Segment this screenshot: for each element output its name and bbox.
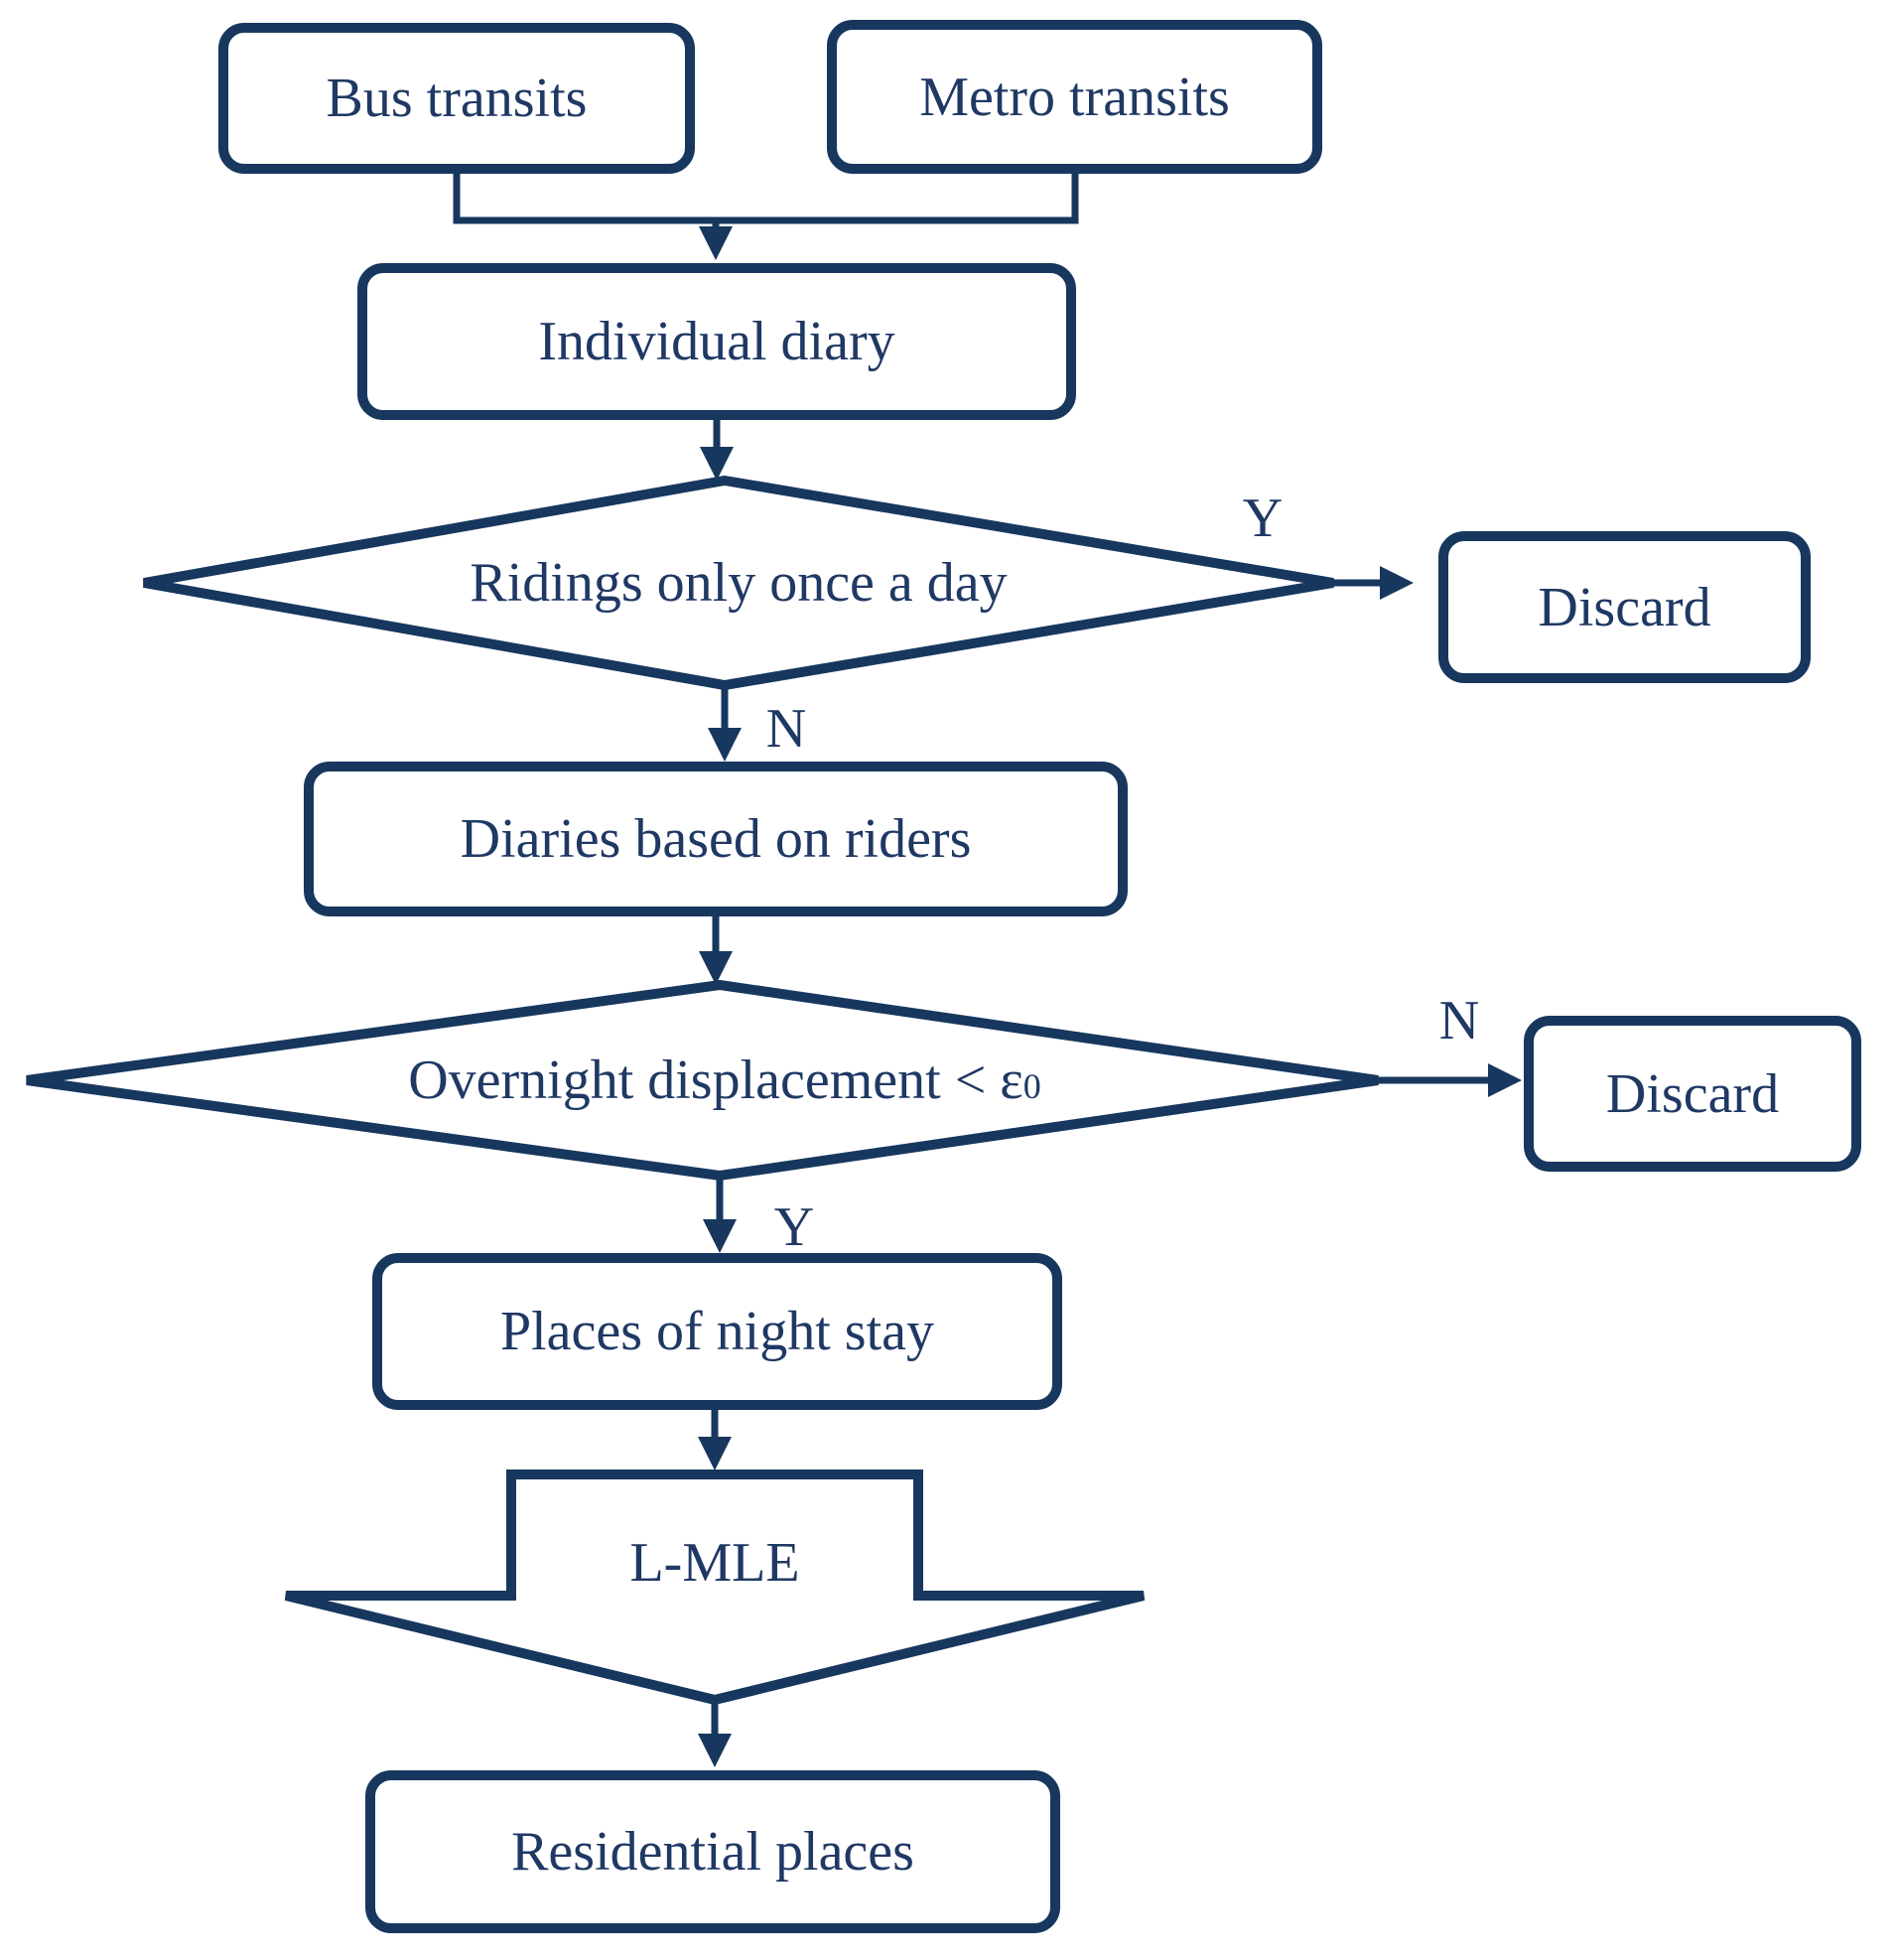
arrowhead-into-residential (698, 1734, 732, 1767)
node-night-stay: Places of night stay (372, 1253, 1062, 1410)
node-night-stay-label: Places of night stay (499, 1301, 935, 1362)
node-individual-diary: Individual diary (357, 263, 1076, 420)
branch-label-overnight-yes: Y (773, 1196, 815, 1258)
arrowhead-into-discard-ridings (1380, 566, 1414, 600)
node-discard-ridings: Discard (1438, 531, 1811, 683)
branch-label-ridings-no: N (765, 698, 807, 760)
arrowhead-into-ridings-decision (700, 447, 734, 481)
branch-label-overnight-no: N (1438, 990, 1480, 1051)
arrowhead-into-diaries (708, 728, 742, 762)
node-bus-transits: Bus transits (218, 23, 695, 174)
node-discard-overnight: Discard (1524, 1016, 1861, 1172)
node-residential-label: Residential places (511, 1821, 914, 1883)
arrowhead-into-overnight-decision (699, 951, 733, 985)
edge-transits-junction (453, 169, 1079, 224)
node-diaries-riders-label: Diaries based on riders (460, 808, 972, 870)
arrowhead-into-night-stay (703, 1219, 737, 1253)
node-discard-ridings-label: Discard (1538, 576, 1711, 638)
node-diaries-riders: Diaries based on riders (304, 762, 1128, 916)
node-bus-transits-label: Bus transits (326, 68, 588, 129)
node-residential: Residential places (365, 1770, 1060, 1933)
node-discard-overnight-label: Discard (1605, 1062, 1780, 1125)
branch-label-ridings-yes: Y (1242, 488, 1284, 549)
decision-overnight-shape (26, 979, 1379, 1182)
lmle-arrow-shape (284, 1470, 1146, 1706)
decision-ridings-shape (143, 475, 1334, 691)
node-metro-transits-label: Metro transits (919, 66, 1230, 128)
node-individual-diary-label: Individual diary (538, 311, 895, 372)
arrowhead-into-diary (699, 226, 733, 260)
arrowhead-into-lmle (698, 1437, 732, 1470)
node-metro-transits: Metro transits (827, 20, 1322, 174)
arrowhead-into-discard-overnight (1488, 1063, 1522, 1097)
